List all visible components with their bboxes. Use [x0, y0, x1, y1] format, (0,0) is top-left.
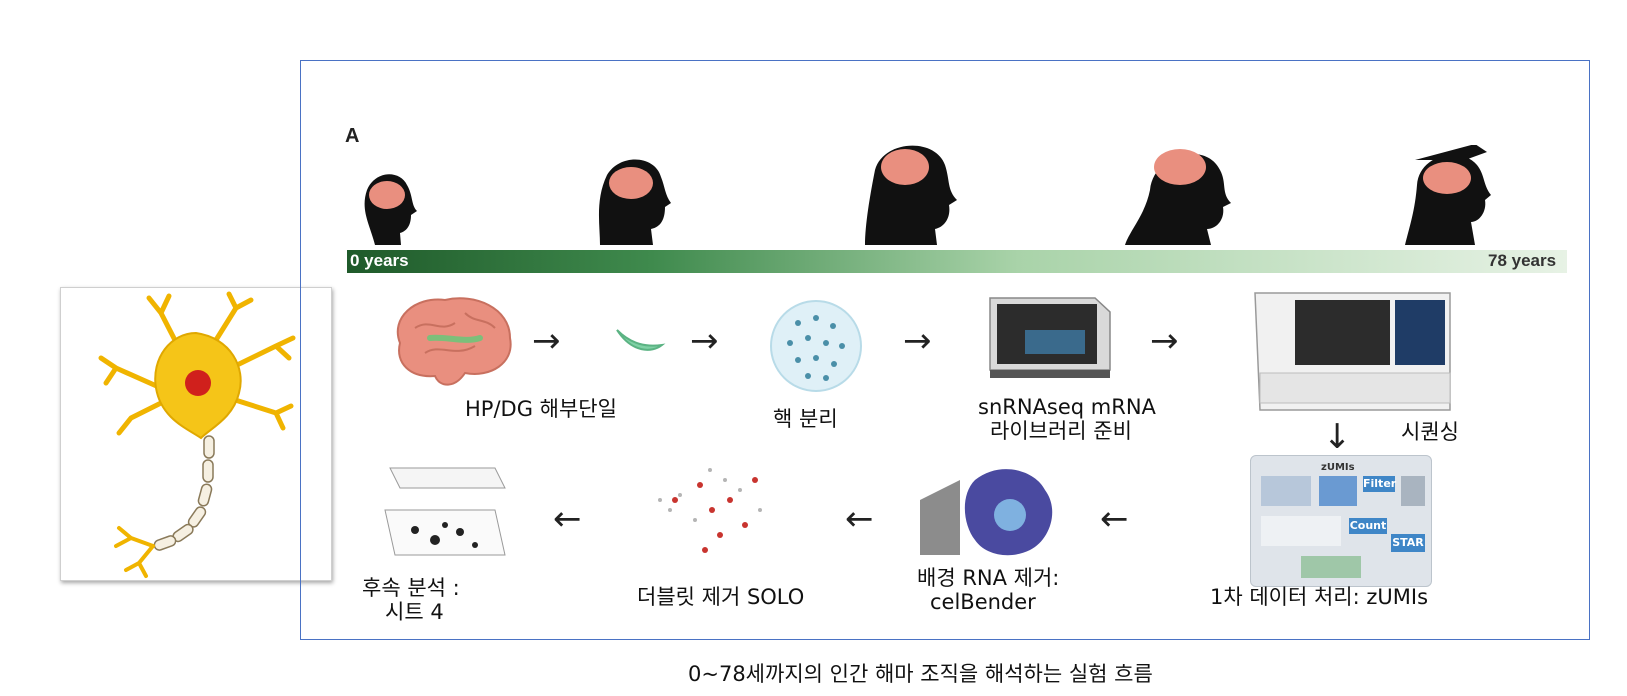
- doublet-removal-label: 더블릿 제거 SOLO: [637, 585, 804, 609]
- age-end-label: 78 years: [1488, 251, 1556, 271]
- arrow-right-icon: →: [1150, 324, 1179, 358]
- downstream-label-line2: 시트 4: [385, 600, 444, 624]
- cellbender-label-line2: celBender: [930, 590, 1036, 614]
- age-silhouettes: [345, 145, 1575, 250]
- nuclei-dish-icon: [768, 298, 864, 394]
- sequencing-label: 시퀀싱: [1401, 420, 1459, 444]
- zumis-panel-title: zUMIs: [1321, 462, 1355, 473]
- arrow-right-icon: →: [690, 324, 719, 358]
- cell-background-removal-icon: [915, 460, 1060, 560]
- head-silhouette-icon: [365, 174, 417, 245]
- dissection-label: HP/DG 해부단일: [465, 397, 617, 421]
- brain-icon: [385, 288, 520, 393]
- zumis-star-box: STAR: [1391, 534, 1425, 552]
- tissue-slice-icon: [612, 325, 667, 355]
- arrow-right-icon: →: [903, 324, 932, 358]
- head-silhouette-icon: [599, 159, 671, 245]
- zumis-filter-box: Filter: [1363, 476, 1395, 492]
- umap-scatter-icon: [640, 440, 790, 580]
- nuclei-isolation-label: 핵 분리: [773, 407, 838, 431]
- cellbender-label-line1: 배경 RNA 제거:: [917, 566, 1059, 590]
- figure-caption: 0~78세까지의 인간 해마 조직을 해석하는 실험 흐름: [688, 658, 1153, 688]
- arrow-left-icon: ←: [553, 502, 582, 536]
- zumis-workflow-panel: zUMIs Filter Count STAR: [1250, 455, 1432, 587]
- downstream-label-line1: 후속 분석 :: [362, 576, 460, 600]
- zumis-label: 1차 데이터 처리: zUMIs: [1210, 585, 1428, 609]
- age-start-label: 0 years: [350, 251, 409, 271]
- neuron-illustration: [61, 288, 331, 580]
- age-timeline-bar: [347, 250, 1567, 273]
- library-prep-label-line1: snRNAseq mRNA: [978, 395, 1156, 419]
- library-prep-label-line2: 라이브러리 준비: [990, 419, 1132, 443]
- neuron-illustration-card: [60, 287, 332, 581]
- sequencer-icon: [1250, 285, 1460, 420]
- layered-scatter-icon: [375, 460, 515, 570]
- arrow-left-icon: ←: [845, 502, 874, 536]
- arrow-down-icon: ↓: [1323, 420, 1352, 454]
- zumis-count-box: Count: [1349, 518, 1387, 534]
- arrow-right-icon: →: [532, 324, 561, 358]
- head-silhouette-icon: [1405, 145, 1491, 245]
- library-prep-instrument-icon: [975, 290, 1115, 380]
- arrow-left-icon: ←: [1100, 502, 1129, 536]
- head-silhouette-icon: [1125, 149, 1231, 245]
- head-silhouette-icon: [865, 146, 957, 245]
